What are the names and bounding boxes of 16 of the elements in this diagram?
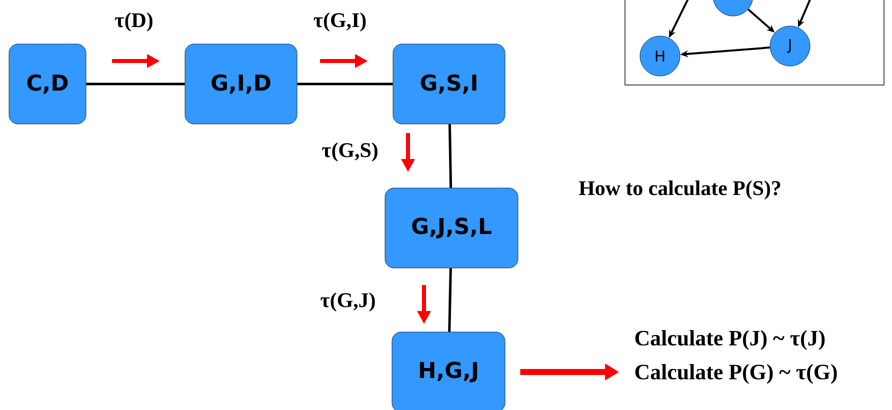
calculation-text: Calculate P(J) ~ τ(J) Calculate P(G) ~ τ(G)	[635, 330, 837, 384]
cluster-box: C,D	[8, 44, 86, 124]
inset-frame	[624, 0, 885, 86]
message-label: τ(G,S)	[322, 142, 378, 162]
message-label: τ(G,J)	[320, 292, 375, 312]
connector-line	[448, 268, 452, 332]
connector-line	[448, 124, 452, 188]
cluster-box: G,J,S,L	[384, 188, 518, 268]
cluster-box: G,S,I	[392, 44, 506, 124]
cluster-box: G,I,D	[184, 44, 298, 124]
message-label: τ(G,I)	[314, 12, 366, 32]
connector-line	[86, 82, 185, 86]
connector-line	[297, 82, 393, 86]
cluster-box: H,G,J	[392, 332, 506, 410]
message-label: τ(D)	[115, 12, 152, 32]
message-label: How to calculate P(S)?	[578, 180, 780, 200]
